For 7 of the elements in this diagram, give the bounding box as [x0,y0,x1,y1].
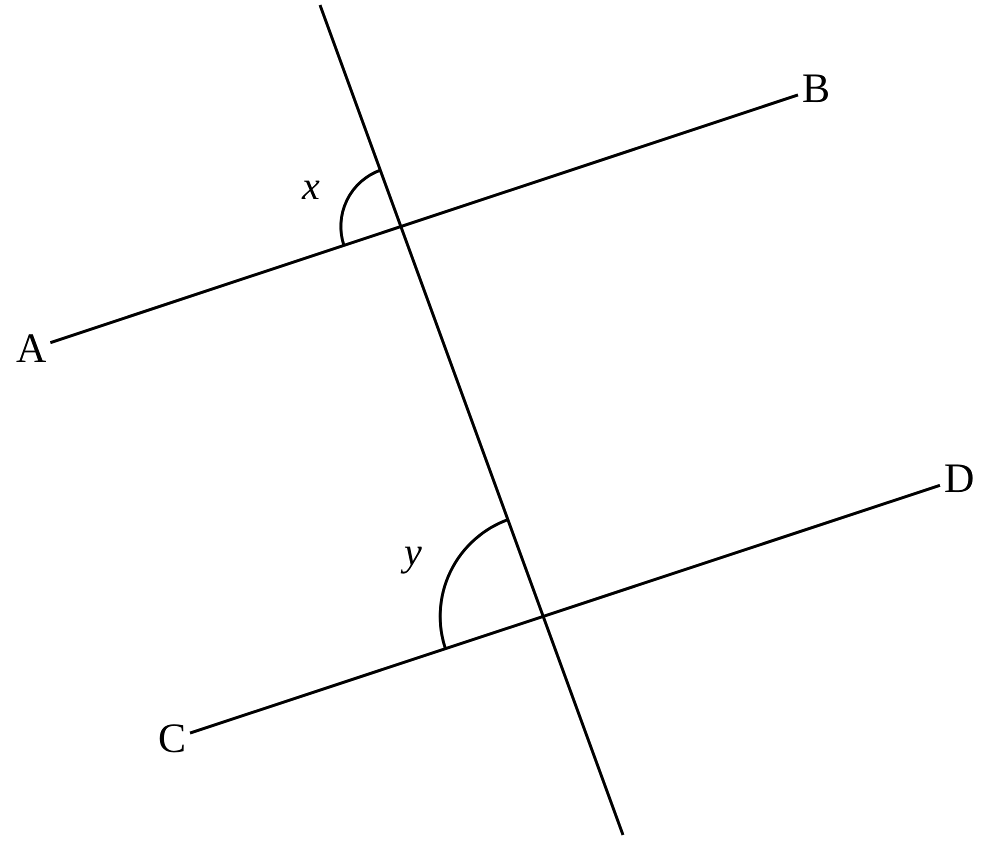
line-segment [50,94,798,344]
point-label: D [944,458,974,500]
line-segment [190,484,940,734]
angle-label: x [302,166,320,206]
point-label: C [158,718,186,760]
point-label: A [16,328,46,370]
point-label: B [802,68,830,110]
